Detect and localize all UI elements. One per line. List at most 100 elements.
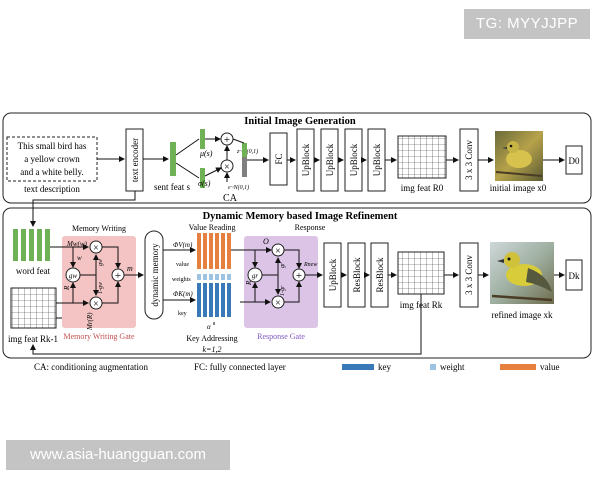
sent-feat-label: sent feat s — [154, 182, 190, 192]
value-small-label: value — [176, 262, 189, 268]
text-line-2: a yellow crown — [24, 154, 80, 164]
dynamic-memory-block — [144, 230, 164, 320]
one-minus-gr-label: 1-gr — [280, 285, 286, 296]
legend: CA: conditioning augmentation FC: fully … — [34, 362, 560, 372]
gw-label: gw — [69, 272, 78, 280]
write-times-top-sign: × — [93, 243, 99, 254]
noise-bar — [242, 157, 247, 177]
word-feat-bar-2 — [21, 229, 26, 261]
r-label: R — [63, 285, 71, 291]
one-minus-gw-label: 1-gw — [98, 282, 104, 294]
refined-image-label: refined image xk — [492, 310, 553, 320]
memory-writing-label: Memory Writing — [72, 224, 126, 233]
fc-block — [269, 132, 288, 186]
word-feat-bar-3 — [29, 229, 34, 261]
key-small-label: key — [178, 311, 187, 317]
img-feat-rk-1-label: img feat Rk-1 — [8, 334, 58, 344]
text-encoder-label: text encoder — [130, 138, 140, 182]
ca-output-bar — [242, 143, 247, 157]
ca-plus-sign: + — [224, 134, 230, 146]
weight-bars — [197, 274, 231, 280]
text-line-1: This small bird has — [18, 141, 87, 151]
o-label: O — [263, 237, 269, 246]
mr-label: Mr(R) — [86, 312, 94, 331]
stage2-panel: Dynamic Memory based Image Refinement wo… — [2, 207, 592, 359]
response-gate-label: Response Gate — [257, 332, 305, 341]
discriminator-d0-label: D0 — [569, 156, 580, 166]
key-addressing-label: Key Addressing — [186, 334, 237, 343]
m-label: m — [127, 264, 133, 273]
resp-times-bottom-sign: × — [275, 298, 281, 309]
watermark-top: TG: MYYJJPP — [464, 9, 590, 39]
phi-v-label: ΦV(m) — [173, 241, 193, 249]
k-iter-label: k=1,2 — [203, 345, 222, 354]
weights-small-label: weights — [172, 277, 191, 283]
legend-key: key — [378, 362, 391, 372]
text-description-label: text description — [24, 184, 80, 194]
discriminator-dk-label: Dk — [569, 271, 580, 281]
stage1-upblock-3-label: UpBlock — [349, 143, 359, 176]
stage1-conv-label: 3 x 3 Conv — [464, 140, 474, 180]
mu-label: μ(s) — [199, 149, 213, 158]
write-plus-sign: + — [115, 270, 121, 282]
img-feat-rk-1-grid — [10, 287, 57, 329]
img-feat-rk-grid — [397, 251, 445, 295]
img-feat-r0-grid — [397, 135, 447, 179]
gr-top-label: gr — [280, 262, 286, 268]
key-bars — [197, 283, 231, 317]
write-times-bottom-sign: × — [93, 299, 99, 310]
sigma-bar — [200, 168, 205, 188]
legend-ca: CA: conditioning augmentation — [34, 362, 148, 372]
text-line-3: and a white belly. — [20, 167, 83, 177]
resp-plus-sign: + — [296, 270, 302, 282]
stage1-upblock-1-label: UpBlock — [301, 143, 311, 176]
memory-writing-gate-label: Memory Writing Gate — [63, 332, 135, 341]
initial-image — [495, 131, 543, 181]
stage1-upblock-4-label: UpBlock — [372, 143, 382, 176]
img-feat-r0-label: img feat R0 — [401, 183, 444, 193]
legend-weight-swatch — [430, 364, 436, 370]
eps-label: ε~N(0,1) — [228, 184, 249, 191]
watermark-bottom: www.asia-huangguan.com — [6, 440, 230, 470]
stage2-upblock-label: UpBlock — [328, 258, 338, 291]
dynamic-memory-label: dynamic memory — [150, 243, 160, 307]
value-bars — [197, 233, 231, 269]
discriminator-d0 — [565, 145, 583, 175]
ca-label: CA — [223, 193, 238, 204]
mu-bar — [200, 129, 205, 149]
sent-feat-bar — [170, 142, 176, 176]
word-feat-bar-5 — [45, 229, 50, 261]
w-label: w — [77, 254, 82, 262]
initial-image-label: initial image x0 — [490, 183, 547, 193]
r-new-label: Rnew — [303, 262, 317, 268]
stage1-title: Initial Image Generation — [244, 116, 356, 127]
stage2-resblock-1-label: ResBlock — [352, 257, 362, 292]
response-label: Response — [295, 223, 326, 232]
stage1-panel: Initial Image Generation This small bird… — [2, 112, 592, 204]
legend-value: value — [540, 362, 560, 372]
stage2-conv-label: 3 x 3 Conv — [464, 255, 474, 295]
stage2-title: Dynamic Memory based Image Refinement — [203, 211, 398, 222]
resp-times-top-sign: × — [275, 246, 281, 257]
gr-label: gr — [252, 272, 259, 280]
legend-value-swatch — [500, 364, 536, 370]
fc-label: FC — [274, 153, 284, 164]
sigma-label: σ(s) — [198, 179, 211, 188]
discriminator-dk — [565, 259, 583, 291]
stage2-resblock-2-label: ResBlock — [375, 257, 385, 292]
value-reading-label: Value Reading — [189, 223, 236, 232]
mw-label: Mw(w) — [66, 240, 88, 248]
legend-key-swatch — [342, 364, 374, 370]
legend-weight: weight — [440, 362, 465, 372]
word-feat-bar-4 — [37, 229, 42, 261]
phi-k-label: ΦK(m) — [173, 290, 193, 298]
gw-top-label: gw — [98, 259, 104, 266]
r2-label: R — [245, 280, 253, 286]
stage1-upblock-2-label: UpBlock — [325, 143, 335, 176]
word-feat-bar-1 — [13, 229, 18, 261]
z-label: z~N(0,1) — [236, 148, 258, 155]
legend-fc: FC: fully connected layer — [194, 362, 286, 372]
word-feat-label: word feat — [16, 266, 51, 276]
alpha-label: α — [207, 323, 211, 331]
